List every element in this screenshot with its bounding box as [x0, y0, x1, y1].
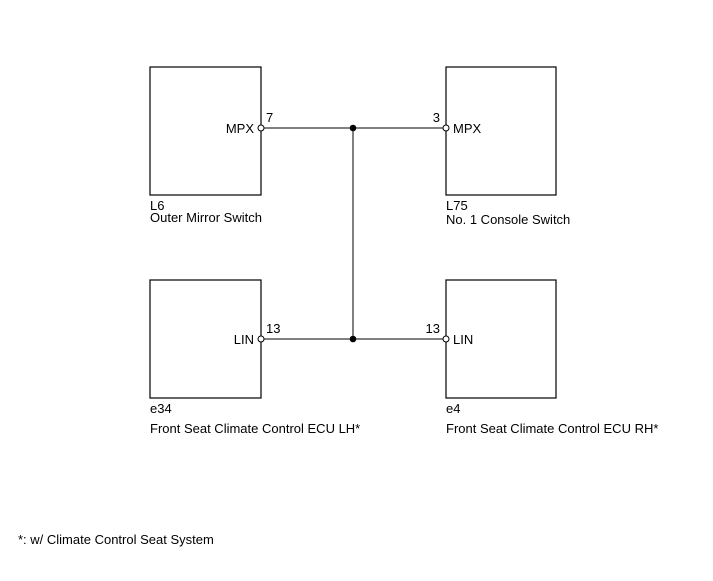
- e34-signal-label: LIN: [234, 332, 254, 347]
- l6-name: Outer Mirror Switch: [150, 210, 262, 225]
- junction-dot-bottom: [349, 335, 357, 343]
- ecu-rh-box: [445, 279, 557, 399]
- junction-dot-top: [349, 124, 357, 132]
- l6-pin-number: 7: [266, 110, 273, 125]
- l6-signal-label: MPX: [226, 121, 255, 136]
- l75-name: No. 1 Console Switch: [446, 212, 570, 227]
- pin-l6-7: [257, 124, 265, 132]
- e4-signal-label: LIN: [453, 332, 473, 347]
- ecu-lh-box: [149, 279, 262, 399]
- outer-mirror-switch-box: [149, 66, 262, 196]
- l75-pin-number: 3: [433, 110, 440, 125]
- pin-e4-13: [442, 335, 450, 343]
- l6-code: L6: [150, 198, 164, 213]
- e34-pin-number: 13: [266, 321, 280, 336]
- e4-code: e4: [446, 401, 460, 416]
- l75-signal-label: MPX: [453, 121, 482, 136]
- e4-pin-number: 13: [426, 321, 440, 336]
- l75-code: L75: [446, 198, 468, 213]
- e34-code: e34: [150, 401, 172, 416]
- pin-l75-3: [442, 124, 450, 132]
- pin-e34-13: [257, 335, 265, 343]
- footnote: *: w/ Climate Control Seat System: [18, 532, 214, 547]
- console-switch-box: [445, 66, 557, 196]
- e4-name: Front Seat Climate Control ECU RH*: [446, 421, 658, 436]
- e34-name: Front Seat Climate Control ECU LH*: [150, 421, 360, 436]
